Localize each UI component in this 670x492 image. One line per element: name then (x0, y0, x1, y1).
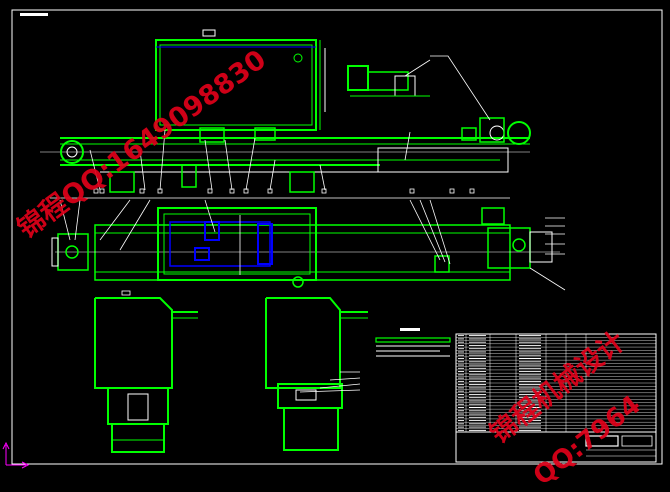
notes-block (375, 328, 451, 357)
side-view-right (265, 297, 368, 451)
title-tab (20, 13, 48, 16)
drawing-border (11, 9, 663, 465)
parts-list-table (455, 333, 657, 463)
plan-view (50, 197, 566, 291)
ucs-axis-icon (2, 441, 30, 469)
cad-drawing (2, 9, 663, 469)
elevation-view (40, 29, 531, 194)
side-view-left (94, 290, 198, 453)
